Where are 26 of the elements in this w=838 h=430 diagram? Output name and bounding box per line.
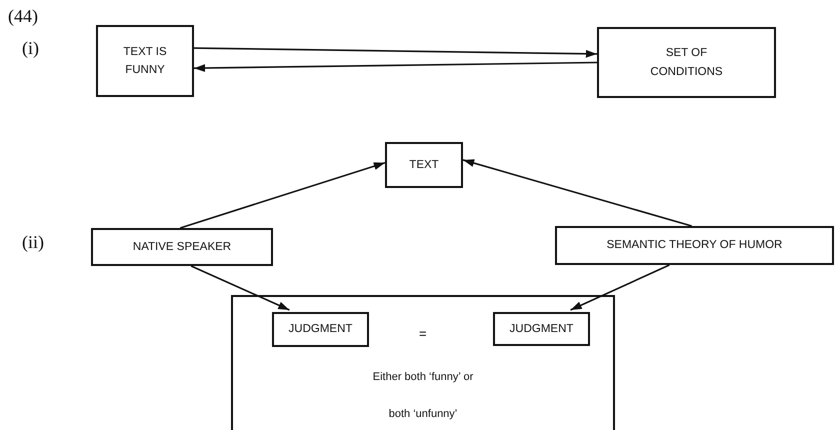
concept-box	[555, 226, 834, 265]
arrow	[190, 265, 290, 311]
box-text: Either both ‘funny’ or both ‘unfunny’	[372, 370, 474, 422]
label-number: (44)	[8, 6, 38, 27]
arrow	[194, 62, 598, 72]
box-text: TEXT IS FUNNY	[122, 44, 168, 78]
concept-box	[272, 312, 369, 347]
box-text: NATIVE SPEAKER	[132, 240, 232, 255]
equals-sign: =	[419, 326, 427, 341]
box-text: TEXT	[409, 158, 439, 173]
concept-box	[96, 25, 194, 97]
concept-box	[597, 27, 776, 98]
concept-box	[91, 228, 273, 266]
arrow	[570, 264, 670, 311]
concept-box	[493, 312, 590, 346]
box-text: JUDGMENT	[288, 322, 352, 338]
label-number: (ii)	[22, 232, 44, 253]
arrow	[194, 47, 598, 58]
box-text: SET OF CONDITIONS	[649, 46, 724, 80]
label-number: (i)	[22, 38, 39, 59]
concept-box	[385, 142, 463, 188]
arrow	[462, 159, 692, 227]
box-text: JUDGMENT	[510, 322, 574, 337]
arrow	[180, 162, 386, 229]
frame-box	[231, 295, 615, 430]
box-text: SEMANTIC THEORY OF HUMOR	[606, 238, 782, 254]
